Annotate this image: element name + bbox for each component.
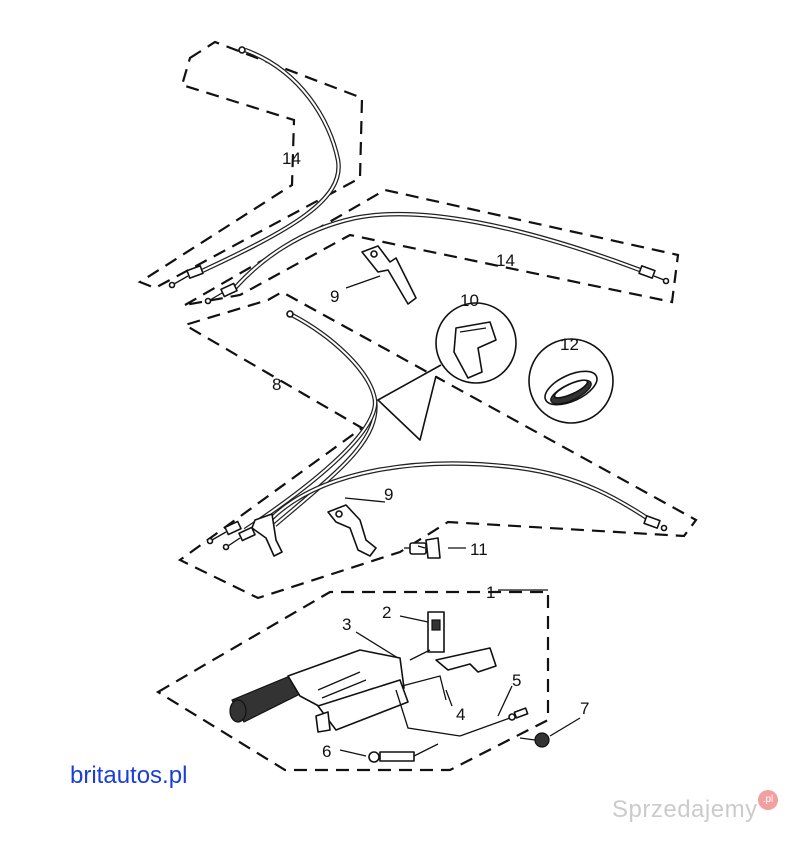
group-14-right-boundary [184,188,680,307]
rear-cable-left [168,46,341,289]
callout-10: 10 [460,291,479,310]
callout-12: 12 [560,335,579,354]
callout-7: 7 [580,699,589,718]
callout-2: 2 [382,603,391,622]
callout-14-left: 14 [282,149,301,168]
callout-3: 3 [342,615,351,634]
callout-11: 11 [470,540,488,559]
cable-bracket-upper [361,245,417,305]
cable-bracket-lower [327,504,377,557]
detail-10-clip [377,302,517,441]
brand-link[interactable]: britautos.pl [70,762,188,789]
callout-14-right: 14 [496,251,515,270]
callout-1: 1 [486,583,495,602]
group-14-left-boundary [137,40,364,290]
watermark-badge: .pl [758,790,778,810]
front-cable-assembly [206,310,668,557]
bolt-11 [404,537,441,559]
callout-6: 6 [322,742,331,761]
handbrake-lever [229,611,550,763]
leader-lines [339,275,581,757]
group-8-boundary [177,290,698,600]
callout-9-lower: 9 [384,485,393,504]
rear-cable-right [204,211,670,305]
callout-9-upper: 9 [330,287,339,306]
detail-12-grommet [528,338,614,424]
callout-4: 4 [456,705,465,724]
callout-5: 5 [512,671,521,690]
callout-8: 8 [272,375,281,394]
watermark-text: Sprzedajemy [612,796,758,823]
group-1-boundary [155,590,550,772]
